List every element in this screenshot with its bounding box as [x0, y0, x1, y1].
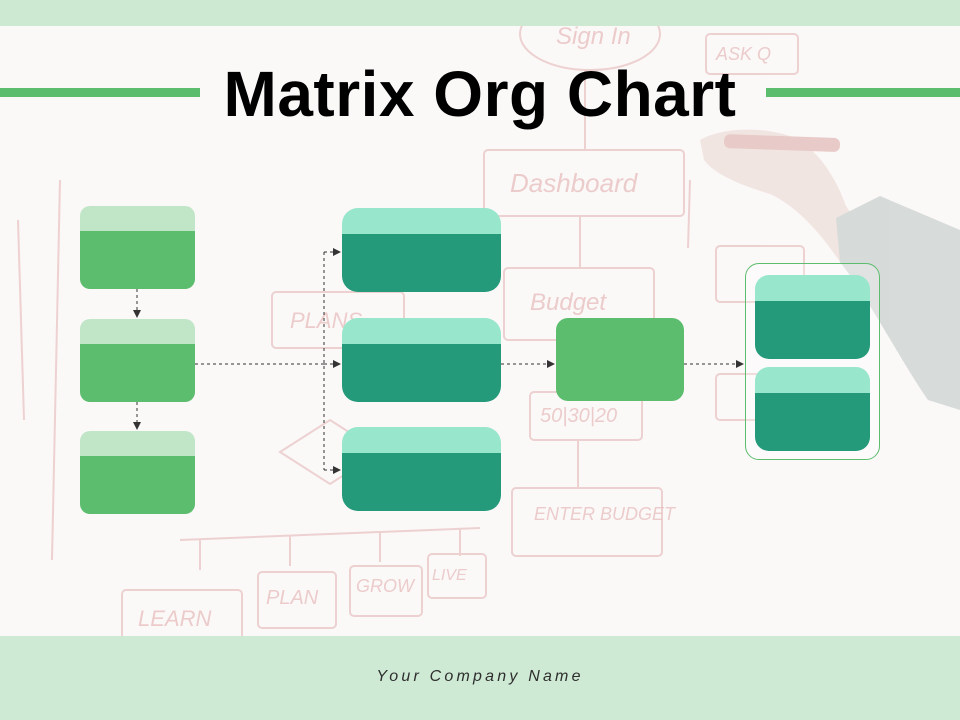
org-box-header — [755, 367, 870, 393]
sketch-word: PLAN — [266, 587, 319, 609]
page-title: Matrix Org Chart — [223, 58, 737, 130]
sketch-word: Dashboard — [510, 168, 639, 198]
sketch-line — [17, 179, 691, 561]
sketch-line — [179, 527, 481, 570]
sketch-word: LEARN — [138, 606, 211, 631]
org-box-middle-1 — [342, 208, 501, 292]
sketch-word: Sign In — [556, 26, 631, 50]
org-box-left-1 — [80, 206, 195, 289]
top-band — [0, 0, 960, 26]
org-box-right-1 — [755, 275, 870, 359]
org-box-body — [80, 231, 195, 289]
sketch-oval — [519, 26, 661, 71]
org-box-header — [80, 206, 195, 231]
sketch-box — [511, 487, 663, 557]
presenter-sleeve — [836, 196, 960, 410]
org-box-middle-3 — [342, 427, 501, 511]
org-box-header — [80, 431, 195, 456]
sketch-box — [257, 571, 337, 629]
org-box-body — [342, 453, 501, 511]
title-accent-line-left — [0, 88, 200, 97]
title-accent-line-right — [766, 88, 960, 97]
footer-band — [0, 636, 960, 720]
org-box-body — [755, 393, 870, 451]
org-box-left-2 — [80, 319, 195, 402]
sketch-word: ASK Q — [715, 44, 771, 64]
sketch-box — [705, 33, 799, 75]
org-box-header — [80, 319, 195, 344]
org-box-header — [755, 275, 870, 301]
org-box-body — [80, 456, 195, 514]
org-box-body — [755, 301, 870, 359]
org-box-body — [342, 344, 501, 402]
whiteboard-background: Sign In ASK Q Dashboard Budget PLANS 50|… — [17, 26, 960, 636]
sketch-box — [121, 589, 243, 636]
org-box-header — [342, 208, 501, 234]
org-box-left-3 — [80, 431, 195, 514]
sketch-word: GROW — [356, 576, 416, 596]
org-box-header — [342, 427, 501, 453]
org-box-header — [342, 318, 501, 344]
sketch-line — [577, 70, 586, 488]
sketch-word: Budget — [530, 289, 607, 316]
company-name: Your Company Name — [376, 668, 584, 685]
org-box-right-2 — [755, 367, 870, 451]
org-box-middle-2 — [342, 318, 501, 402]
sketch-word: LIVE — [432, 567, 467, 584]
sketch-word: 50|30|20 — [540, 405, 617, 427]
org-box-body — [342, 234, 501, 292]
org-box-center — [556, 318, 684, 401]
sketch-box — [349, 565, 423, 617]
sketch-box — [427, 553, 487, 599]
presenter-hand — [700, 129, 870, 262]
marker-pen — [723, 134, 841, 152]
sketch-word: ENTER BUDGET — [534, 504, 677, 524]
org-box-body — [80, 344, 195, 402]
